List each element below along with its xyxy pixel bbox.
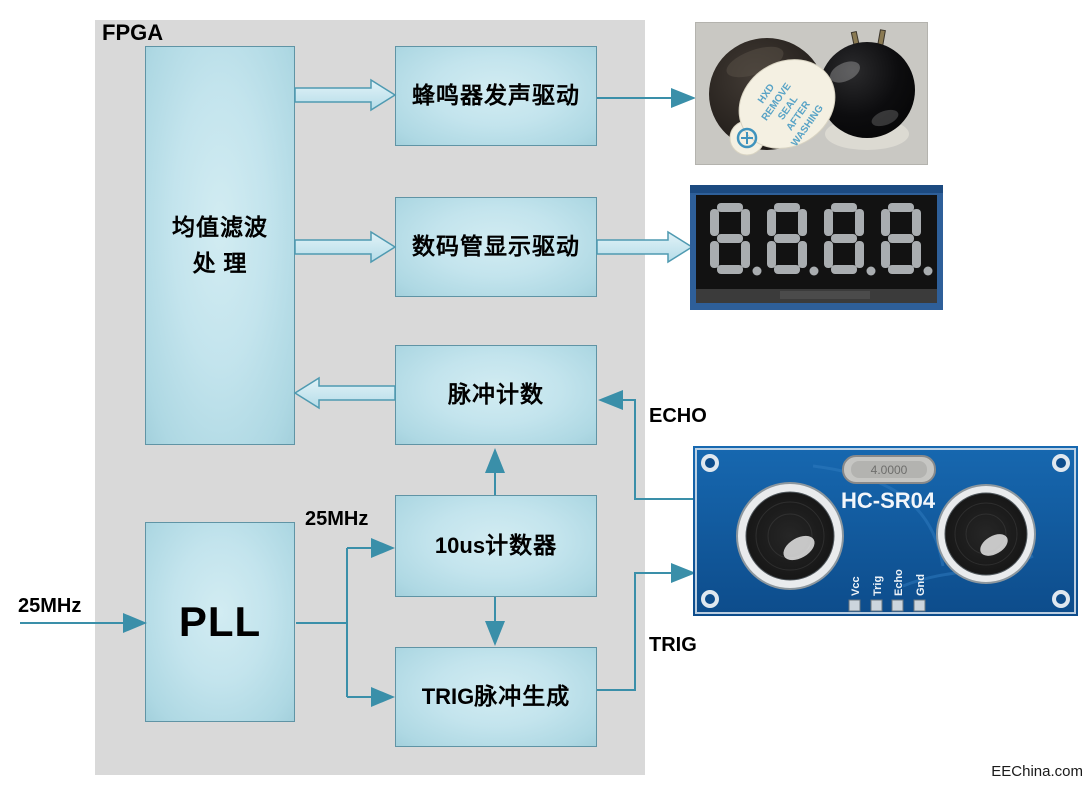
label-clock-input: 25MHz bbox=[18, 595, 82, 617]
block-pulse-counter-label: 脉冲计数 bbox=[448, 382, 544, 407]
block-pulse-counter: 脉冲计数 bbox=[395, 345, 597, 445]
sensor-mounting-holes bbox=[701, 454, 1070, 608]
buzzer-right bbox=[819, 29, 915, 150]
block-display-driver: 数码管显示驱动 bbox=[395, 197, 597, 297]
pin-label-echo: Echo bbox=[893, 569, 905, 596]
pin-label-trig: Trig bbox=[872, 576, 884, 596]
block-10us-counter-label-prefix: 10us bbox=[434, 533, 486, 558]
label-trig: TRIG bbox=[649, 634, 697, 656]
block-10us-counter-label-suffix: 计数器 bbox=[485, 533, 558, 558]
arrowhead-buzzerdriver-to-photo bbox=[671, 88, 696, 108]
transducer-right bbox=[936, 484, 1036, 584]
fpga-label: FPGA bbox=[102, 20, 164, 45]
transducer-left bbox=[736, 482, 844, 590]
block-pll-label: PLL bbox=[178, 598, 262, 645]
sensor-name-silkscreen: HC-SR04 bbox=[841, 488, 936, 513]
buzzer-left: HXD REMOVE SEAL AFTER WASHING bbox=[709, 38, 836, 156]
crystal-oscillator: 4.0000 bbox=[842, 455, 936, 484]
pin-label-gnd: Gnd bbox=[915, 574, 927, 596]
block-trig-pulse-gen-label-prefix: TRIG bbox=[421, 684, 475, 709]
photo-seven-segment-display bbox=[690, 185, 943, 310]
block-mean-filter: 均值滤波 处 理 bbox=[145, 46, 295, 445]
label-pll-output-clock: 25MHz bbox=[305, 508, 369, 530]
block-trig-pulse-gen-label-suffix: 脉冲生成 bbox=[474, 684, 571, 709]
block-display-driver-label: 数码管显示驱动 bbox=[412, 234, 580, 259]
photo-hc-sr04: 4.0000 HC-SR04 Vcc Trig bbox=[693, 446, 1078, 616]
watermark: EEChina.com bbox=[991, 763, 1083, 780]
block-pll: PLL bbox=[145, 522, 295, 722]
block-mean-filter-label-line2: 处 理 bbox=[192, 250, 248, 276]
sensor-pads bbox=[848, 599, 926, 612]
pin-label-vcc: Vcc bbox=[850, 576, 862, 596]
block-mean-filter-label-line1: 均值滤波 bbox=[172, 214, 268, 240]
photo-buzzers: HXD REMOVE SEAL AFTER WASHING bbox=[694, 21, 929, 166]
crystal-marking: 4.0000 bbox=[871, 463, 908, 477]
label-echo: ECHO bbox=[649, 405, 707, 427]
block-buzzer-driver: 蜂鸣器发声驱动 bbox=[395, 46, 597, 146]
sensor-pin-labels: Vcc Trig Echo Gnd bbox=[850, 569, 927, 596]
block-buzzer-driver-label: 蜂鸣器发声驱动 bbox=[412, 83, 580, 108]
